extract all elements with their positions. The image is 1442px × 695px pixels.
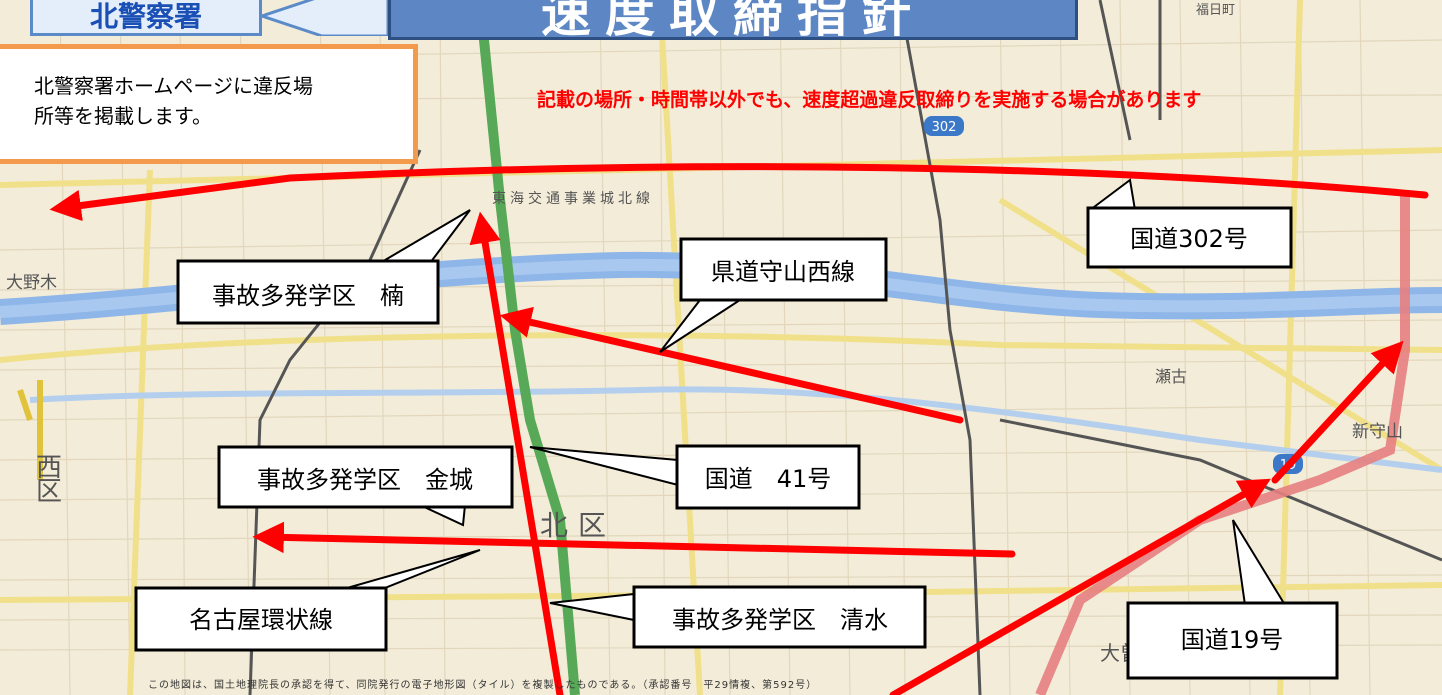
enforcement-notice: 記載の場所・時間帯以外でも、速度超過違反取締りを実施する場合があります <box>537 88 1201 111</box>
place-shinmoriyama: 新守山 <box>1352 422 1403 442</box>
svg-text:名古屋環状線: 名古屋環状線 <box>189 606 333 634</box>
svg-text:国道19号: 国道19号 <box>1181 626 1284 654</box>
info-box: 北警察署ホームページに違反場 所等を掲載します。 <box>0 44 418 164</box>
svg-text:事故多発学区 清水: 事故多発学区 清水 <box>672 606 888 634</box>
station-tab: 北警察署 <box>30 0 262 36</box>
route302-shield: 302 <box>924 116 964 136</box>
arrow-route19-upper <box>1271 340 1404 484</box>
highway-pink <box>1035 190 1410 695</box>
place-oonogi: 大野木 <box>6 273 57 293</box>
arrow-route302 <box>49 163 1429 222</box>
place-tokai-line: 東海交通事業城北線 <box>492 190 654 207</box>
info-line-2: 所等を掲載します。 <box>34 104 212 128</box>
svg-text:国道 41号: 国道 41号 <box>705 465 832 493</box>
callout-ring: 名古屋環状線 <box>134 549 481 652</box>
svg-text:国道302号: 国道302号 <box>1130 225 1248 253</box>
place-nishiku-a: 西 <box>36 453 62 483</box>
callout-route41: 国道 41号 <box>529 444 861 510</box>
callout-route19: 国道19号 <box>1126 519 1339 680</box>
enforcement-arrows <box>49 163 1429 695</box>
callout-route302: 国道302号 <box>1086 178 1293 269</box>
arrow-route19-lower <box>889 478 1271 695</box>
place-top-right: 福日町 <box>1196 3 1235 18</box>
place-kitaku: 北区 <box>540 509 616 542</box>
info-line-1: 北警察署ホームページに違反場 <box>34 74 313 98</box>
page-title: 速度取締指針 <box>388 0 1078 43</box>
callout-kusunoki: 事故多発学区 楠 <box>176 209 471 325</box>
arrow-moriyama-west <box>499 306 964 424</box>
svg-text:事故多発学区 楠: 事故多発学区 楠 <box>212 282 404 310</box>
place-nishiku-b: 区 <box>36 477 62 507</box>
arrow-route41 <box>469 211 564 695</box>
svg-text:県道守山西線: 県道守山西線 <box>711 258 855 286</box>
callout-kinjo: 事故多発学区 金城 <box>217 445 514 527</box>
arrow-ring-road <box>252 521 1016 558</box>
map-copyright: この地図は、国土地理院長の承認を得て、同院発行の電子地形図（タイル）を複製したも… <box>148 680 818 691</box>
svg-text:302: 302 <box>932 120 957 135</box>
road-yellow-left <box>17 380 43 480</box>
title-pointer <box>262 0 388 36</box>
callout-shimizu: 事故多発学区 清水 <box>549 585 927 649</box>
callout-moriyama-west: 県道守山西線 <box>659 237 888 353</box>
svg-text:事故多発学区 金城: 事故多発学区 金城 <box>257 466 473 494</box>
boundary-lines <box>248 0 1442 695</box>
place-seko: 瀬古 <box>1155 367 1187 386</box>
